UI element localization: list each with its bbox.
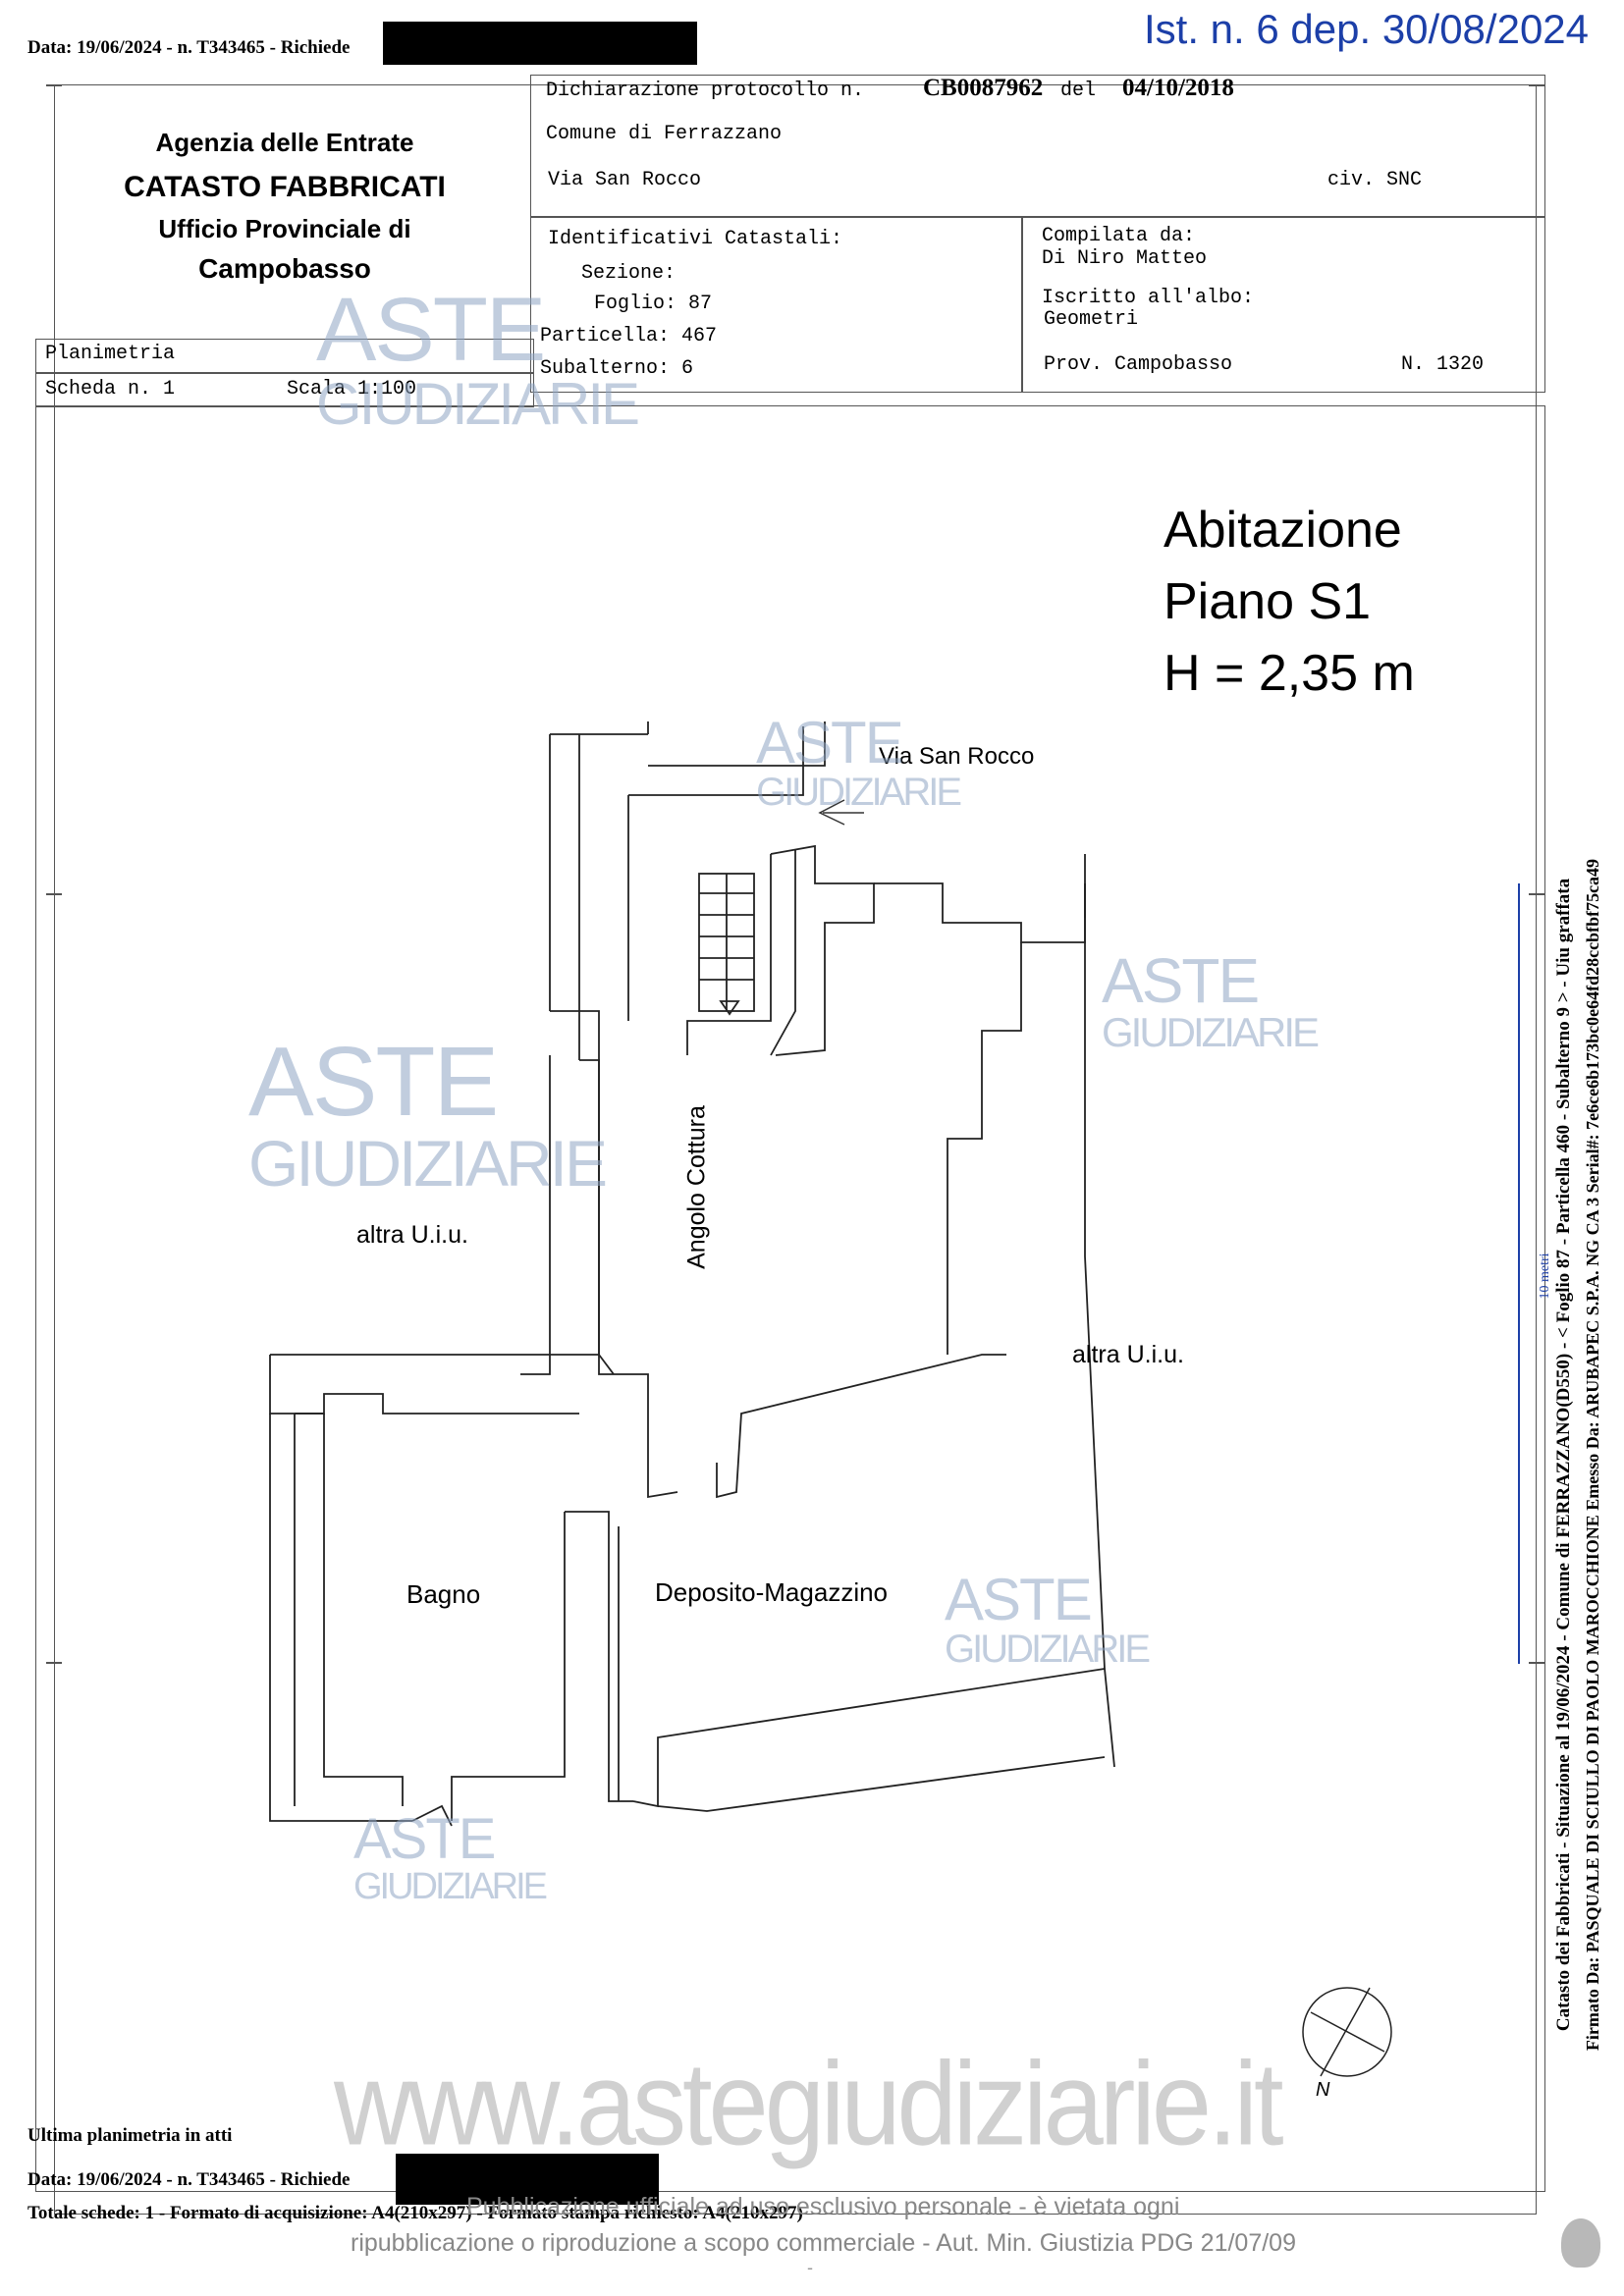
ist-label: Ist. n. 6 dep. 30/08/2024 bbox=[1144, 6, 1590, 52]
pub-line2: ripubblicazione o riproduzione a scopo c… bbox=[351, 2229, 1296, 2257]
altra-uiu-left-label: altra U.i.u. bbox=[356, 1221, 468, 1249]
angolo-cottura-label: Angolo Cottura bbox=[682, 1105, 711, 1269]
compilata-label: Compilata da: bbox=[1042, 225, 1196, 247]
protocollo-date: 04/10/2018 bbox=[1122, 75, 1234, 101]
deposito-label: Deposito-Magazzino bbox=[655, 1577, 889, 1607]
footer-data-line: Data: 19/06/2024 - n. T343465 - Richiede bbox=[27, 2169, 351, 2190]
iscritto-value: Geometri bbox=[1044, 308, 1139, 331]
dichiarazione-label: Dichiarazione protocollo n. bbox=[546, 80, 865, 102]
ufficio-label: Ufficio Provinciale di bbox=[158, 214, 411, 243]
totale-schede: Totale schede: 1 - Formato di acquisizio… bbox=[27, 2203, 803, 2223]
plan-title-line1: Abitazione bbox=[1164, 502, 1402, 559]
via-label: Via San Rocco bbox=[548, 169, 702, 191]
side-margin-label: 10 metri bbox=[1538, 1253, 1552, 1300]
del-label: del bbox=[1060, 80, 1097, 102]
protocollo-number: CB0087962 bbox=[923, 75, 1044, 101]
seal-icon bbox=[1561, 2218, 1600, 2268]
scala-label: Scala 1:100 bbox=[287, 378, 417, 400]
comune-label: Comune di Ferrazzano bbox=[546, 123, 783, 145]
compilata-name: Di Niro Matteo bbox=[1042, 247, 1208, 270]
iscritto-label: Iscritto all'albo: bbox=[1042, 287, 1255, 309]
footer-redaction bbox=[396, 2154, 659, 2205]
side-catasto-line: Catasto dei Fabbricati - Situazione al 1… bbox=[1553, 878, 1574, 2032]
altra-uiu-right-label: altra U.i.u. bbox=[1072, 1341, 1184, 1368]
albo-number: N. 1320 bbox=[1401, 353, 1485, 376]
pub-line1: Pubblicazione ufficiale ad uso esclusivo… bbox=[466, 2193, 1180, 2220]
plan-title-line3: H = 2,35 m bbox=[1164, 645, 1415, 702]
top-data-line: Data: 19/06/2024 - n. T343465 - Richiede bbox=[27, 37, 351, 58]
site-watermark: www.astegiudiziarie.it bbox=[334, 2037, 1284, 2171]
side-firma-line: Firmato Da: PASQUALE DI SCIULLO DI PAOLO… bbox=[1583, 858, 1602, 2052]
drawing-frame bbox=[35, 405, 1545, 2192]
subalterno-label: Subalterno: 6 bbox=[540, 357, 694, 380]
plan-title-line2: Piano S1 bbox=[1164, 573, 1372, 630]
particella-label: Particella: 467 bbox=[540, 325, 718, 347]
identificativi-box bbox=[530, 216, 1545, 393]
via-street-label: Via San Rocco bbox=[879, 743, 1035, 770]
north-label: N bbox=[1316, 2079, 1330, 2101]
redaction-box bbox=[383, 22, 697, 65]
catasto-title: CATASTO FABBRICATI bbox=[124, 171, 446, 203]
ultima-planimetria: Ultima planimetria in atti bbox=[27, 2125, 233, 2146]
foglio-label: Foglio: 87 bbox=[594, 293, 713, 315]
identificativi-label: Identificativi Catastali: bbox=[548, 228, 843, 250]
bagno-label: Bagno bbox=[406, 1579, 481, 1609]
footer-dash: - bbox=[807, 2258, 813, 2277]
provincia-label: Campobasso bbox=[198, 253, 371, 284]
agency-name: Agenzia delle Entrate bbox=[155, 128, 414, 157]
planimetria-label: Planimetria bbox=[45, 343, 176, 365]
outer-frame bbox=[54, 84, 1537, 2215]
civ-label: civ. SNC bbox=[1327, 169, 1423, 191]
prov-label: Prov. Campobasso bbox=[1044, 353, 1233, 376]
dichiarazione-box bbox=[530, 75, 1545, 218]
sezione-label: Sezione: bbox=[581, 262, 677, 285]
scheda-label: Scheda n. 1 bbox=[45, 378, 176, 400]
